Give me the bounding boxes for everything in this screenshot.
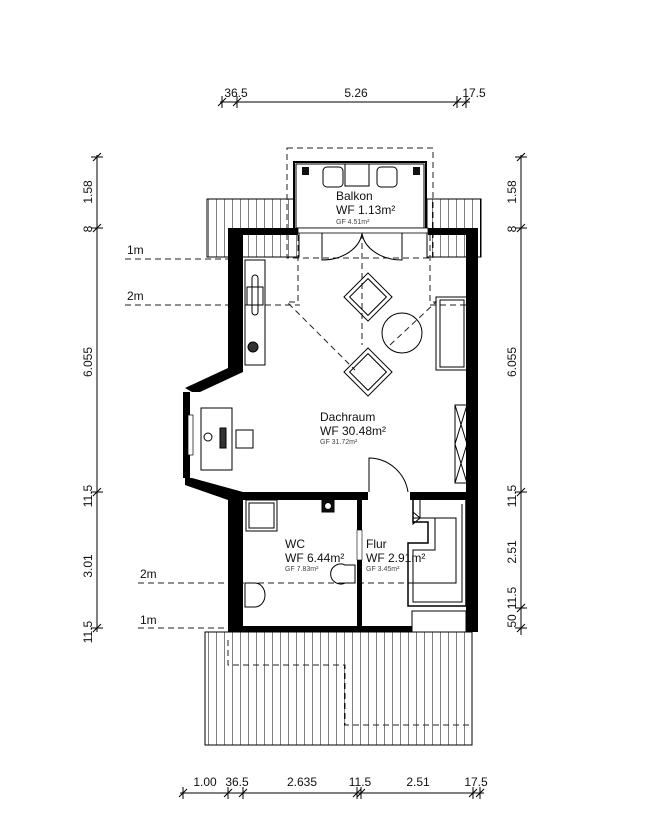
room-label-dachraum: Dachraum WF 30.48m² GF 31.72m² xyxy=(320,410,386,446)
dim-left-6: 11.5 xyxy=(81,620,95,643)
dim-right-3: 6.055 xyxy=(505,347,519,377)
plant-icon xyxy=(247,341,259,353)
dim-right-1: 1.58 xyxy=(505,180,519,204)
height-line-2m-top: 2m xyxy=(127,289,144,303)
height-line-2m-bottom: 2m xyxy=(140,567,157,581)
height-lines: 1m 2m 2m 1m xyxy=(125,243,470,629)
balcony xyxy=(286,147,434,259)
dim-top-2: 5.26 xyxy=(344,86,368,100)
roof-areas xyxy=(204,198,482,746)
height-line-1m-top: 1m xyxy=(127,243,144,257)
room-label-wc: WC WF 6.44m² GF 7.83m² xyxy=(285,537,344,573)
dim-right-5: 2.51 xyxy=(505,540,519,564)
wc-wf: WF 6.44m² xyxy=(285,551,344,565)
dachraum-gf: GF 31.72m² xyxy=(320,439,358,446)
dim-left-2: 8 xyxy=(81,225,95,232)
room-label-flur: Flur WF 2.91m² GF 3.45m² xyxy=(366,537,425,573)
left-dimension-chain: 1.58 8 6.055 11.5 3.01 11.5 xyxy=(81,152,103,643)
balkon-wf: WF 1.13m² xyxy=(336,203,395,217)
dachraum-name: Dachraum xyxy=(320,410,375,424)
dim-bottom-6: 17.5 xyxy=(464,775,488,789)
walls xyxy=(183,227,478,633)
dim-right-4: 11.5 xyxy=(505,484,519,507)
dim-bottom-2: 36.5 xyxy=(225,775,249,789)
dim-right-6: 11.5 xyxy=(505,586,519,609)
dachraum-wf: WF 30.48m² xyxy=(320,424,386,438)
top-dimension-chain: 36.5 5.26 17.5 xyxy=(217,86,486,108)
flur-gf: GF 3.45m² xyxy=(366,566,400,573)
dachraum-furniture xyxy=(200,235,468,493)
wc-name: WC xyxy=(285,537,305,551)
dim-left-3: 6.055 xyxy=(81,347,95,377)
dim-left-1: 1.58 xyxy=(81,180,95,204)
room-label-balkon: Balkon WF 1.13m² GF 4.51m² xyxy=(336,189,395,226)
bottom-dimension-chain: 1.00 36.5 2.635 11.5 2.51 17.5 xyxy=(178,775,488,799)
dim-top-3: 17.5 xyxy=(462,86,486,100)
balkon-gf: GF 4.51m² xyxy=(336,219,370,226)
dim-top-1: 36.5 xyxy=(224,86,248,100)
balcony-double-door xyxy=(321,232,403,345)
flur-name: Flur xyxy=(366,537,387,551)
dim-bottom-4: 11.5 xyxy=(349,775,372,789)
dim-left-4: 11.5 xyxy=(81,484,95,507)
balkon-name: Balkon xyxy=(336,189,373,203)
dim-bottom-1: 1.00 xyxy=(193,775,217,789)
dim-bottom-3: 2.635 xyxy=(287,775,317,789)
wc-door xyxy=(356,529,363,561)
dim-right-2: 8 xyxy=(505,225,519,232)
wc-gf: GF 7.83m² xyxy=(285,566,319,573)
dim-right-7: 50 xyxy=(505,614,519,628)
staircase xyxy=(407,500,467,607)
bay-window xyxy=(187,414,194,456)
dim-bottom-5: 2.51 xyxy=(406,775,430,789)
flur-wf: WF 2.91m² xyxy=(366,551,425,565)
dim-left-5: 3.01 xyxy=(81,554,95,578)
right-dimension-chain: 1.58 8 6.055 11.5 2.51 11.5 50 xyxy=(505,152,527,635)
wc-fixtures xyxy=(244,499,356,608)
height-line-1m-bottom: 1m xyxy=(140,613,157,627)
balcony-door-frame xyxy=(297,227,429,234)
